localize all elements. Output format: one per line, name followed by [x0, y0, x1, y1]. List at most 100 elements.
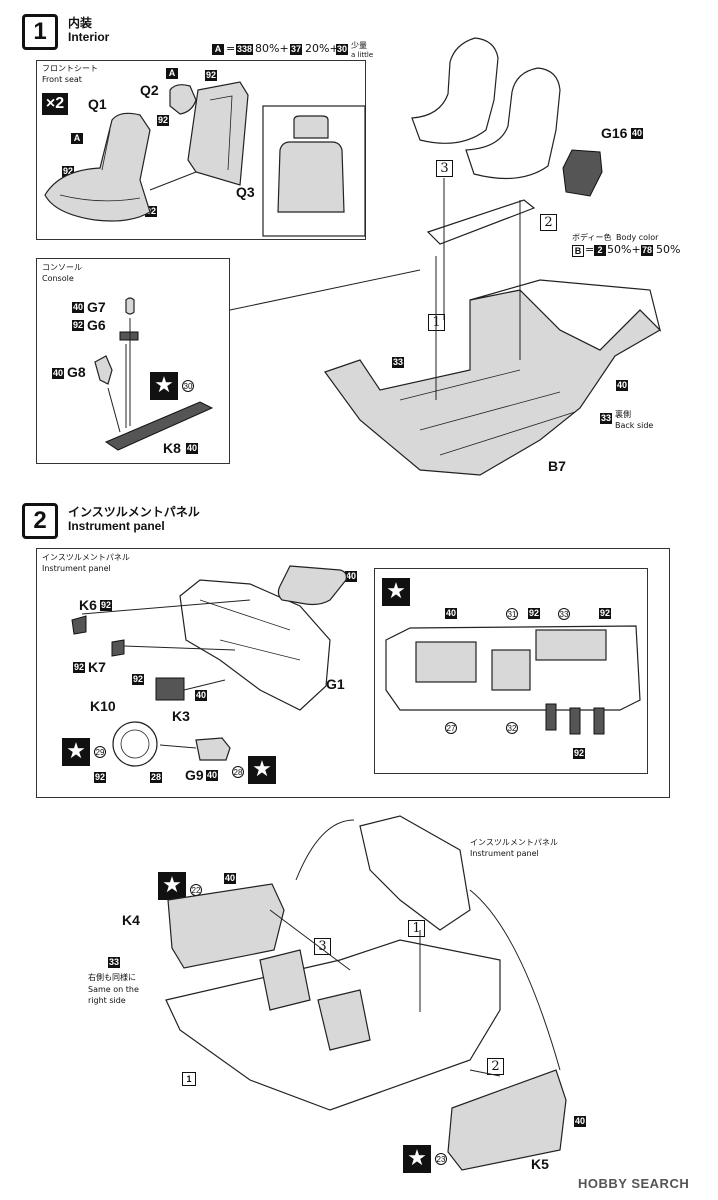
hobby-search-watermark: HOBBY SEARCH: [578, 1176, 690, 1191]
star-icon: ★: [158, 872, 186, 900]
color-92: 92: [72, 320, 85, 331]
part-g16: G16: [601, 125, 628, 141]
color-40: 40: [574, 1116, 587, 1127]
color-40: 40: [631, 128, 644, 139]
part-g17: G17: [316, 568, 343, 584]
instrument-panel-frame: [36, 548, 670, 798]
color-29: 29: [94, 746, 106, 758]
step-ref-3: 3: [314, 938, 331, 955]
color-23: 23: [435, 1153, 447, 1165]
k5-door-drawing: [447, 1069, 567, 1171]
part-k6: K6: [79, 597, 97, 613]
front-seat-label-en: Front seat: [42, 75, 82, 84]
color-92: 92: [145, 206, 158, 217]
back-side-en: Back side: [615, 421, 654, 430]
lower-floor-drawing: [165, 939, 501, 1111]
color-33: 33: [392, 357, 405, 368]
color-a: A: [303, 218, 315, 229]
color-33: 33: [558, 608, 570, 620]
color-92: 92: [528, 608, 541, 619]
color-40: 40: [345, 571, 358, 582]
color-27: 27: [445, 722, 457, 734]
part-g9: G9: [185, 767, 204, 783]
color-40: 40: [445, 608, 458, 619]
front-seat-frame: [36, 60, 366, 240]
part-k7: K7: [88, 659, 106, 675]
back-side-jp: 裏側: [615, 410, 631, 419]
step-ref-1: 1: [428, 314, 445, 331]
color-40: 40: [186, 443, 199, 454]
part-k8: K8: [163, 440, 181, 456]
color-92: 92: [157, 115, 170, 126]
star-icon: ★: [403, 1145, 431, 1173]
front-seat-label-jp: フロントシート: [42, 64, 98, 73]
color-a: A: [71, 133, 83, 144]
front-seats-drawing: [411, 37, 561, 180]
step-1-title-en: Interior: [68, 30, 110, 44]
g16-drawing: [562, 149, 603, 197]
color-92: 92: [94, 772, 107, 783]
color-92: 92: [573, 748, 586, 759]
color-92: 92: [132, 674, 145, 685]
color-92: 92: [205, 70, 218, 81]
part-g1: G1: [326, 676, 345, 692]
part-k3: K3: [172, 708, 190, 724]
inst-panel-callout-en: Instrument panel: [470, 849, 539, 858]
color-40: 40: [195, 690, 208, 701]
color-40: 40: [52, 368, 65, 379]
step-ref-2: 2: [540, 214, 557, 231]
part-q2: Q2: [140, 82, 159, 98]
color-40: 40: [206, 770, 219, 781]
body-color-jp: ボディー色: [572, 233, 612, 242]
step-2-number: 2: [22, 503, 58, 539]
inst-panel-label-en: Instrument panel: [42, 564, 111, 573]
step-ref-2: 2: [487, 1058, 504, 1075]
console-frame: [36, 258, 230, 464]
detail-frame: [374, 568, 648, 774]
star-icon: ★: [248, 756, 276, 784]
step-1-title-jp: 内装: [68, 16, 93, 30]
inst-panel-label-jp: インスツルメントパネル: [42, 553, 130, 562]
color-28: 28: [150, 772, 163, 783]
same-right-en-2: right side: [88, 996, 126, 1005]
color-92: 92: [346, 134, 359, 145]
body-color-en: Body color: [616, 233, 659, 242]
color-92: 92: [599, 608, 612, 619]
color-31: 31: [506, 608, 518, 620]
color-92: 92: [598, 339, 611, 350]
color-40: 40: [224, 873, 237, 884]
part-q1: Q1: [88, 96, 107, 112]
star-icon: ★: [382, 578, 410, 606]
step-ref-3: 3: [436, 160, 453, 177]
part-g7: G7: [87, 299, 106, 315]
part-k5: K5: [531, 1156, 549, 1172]
color-92: 92: [588, 314, 601, 325]
part-ref-1: 1: [182, 1072, 196, 1086]
color-a: A: [346, 118, 358, 129]
color-22: 22: [190, 884, 202, 896]
color-a: A: [166, 68, 178, 79]
part-k4: K4: [122, 912, 140, 928]
same-right-jp: 右側も同様に: [88, 973, 136, 982]
color-33: 33: [600, 413, 613, 424]
console-label-jp: コンソール: [42, 263, 82, 272]
color-40: 40: [72, 302, 85, 313]
part-k10: K10: [90, 698, 116, 714]
step-2-title-en: Instrument panel: [68, 519, 165, 533]
star-icon: ★: [150, 372, 178, 400]
part-q3: Q3: [236, 184, 255, 200]
step-2-title-jp: インスツルメントパネル: [68, 505, 200, 519]
color-33: 33: [108, 957, 121, 968]
color-28: 28: [232, 766, 244, 778]
console-top-drawing: [426, 199, 536, 245]
step-1-number: 1: [22, 14, 58, 50]
floor-tub-drawing: [324, 279, 662, 476]
step-ref-1: 1: [408, 920, 425, 937]
color-32: 32: [506, 722, 518, 734]
color-92: 92: [561, 311, 574, 322]
color-92: 92: [73, 662, 86, 673]
quantity-badge: ×2: [42, 93, 68, 115]
part-g8: G8: [67, 364, 86, 380]
same-right-en-1: Same on the: [88, 985, 139, 994]
part-b7: B7: [548, 458, 566, 474]
